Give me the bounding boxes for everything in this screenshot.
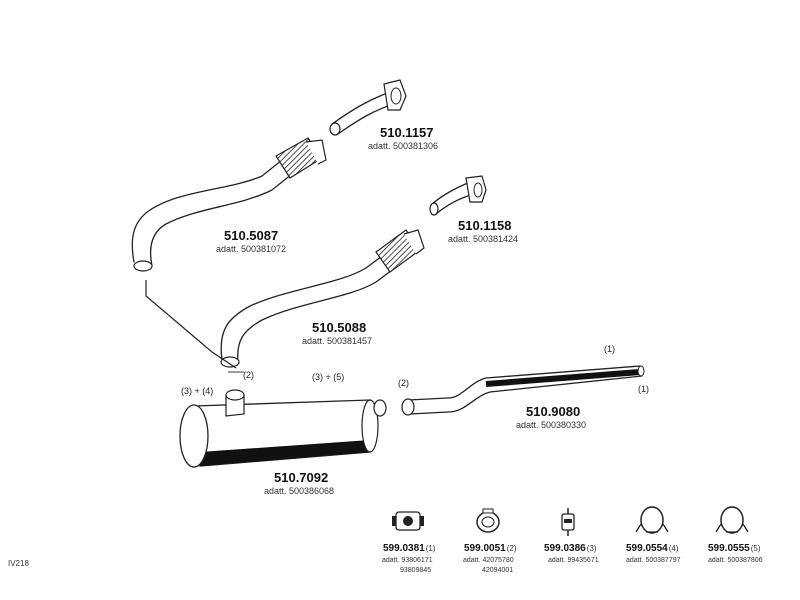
part-number: 510.9080	[526, 404, 580, 419]
part-510-7092-label: 510.7092 adatt. 500386068	[264, 470, 334, 496]
part-ref: adatt. 500381306	[368, 141, 438, 151]
note-1-top: (1)	[604, 344, 615, 354]
accessory-599-0386-drawing	[561, 508, 575, 536]
part-510-5088-drawing	[220, 229, 425, 368]
accessory-ref: adatt. 99435671	[548, 557, 599, 564]
note-2-muffler: (2)	[243, 370, 254, 380]
part-number: 510.7092	[274, 470, 328, 485]
accessory-ref-2: 42094001	[482, 567, 513, 574]
note-2-tail: (2)	[398, 378, 409, 388]
part-number: 510.5087	[224, 228, 278, 243]
part-510-5087-label: 510.5087 adatt. 500381072	[216, 228, 286, 254]
diagram-code: IV218	[8, 559, 29, 568]
accessory-599-0555-label: 599.0555(5) adatt. 500387806	[708, 543, 763, 564]
accessory-599-0386-label: 599.0386(3) adatt. 99435671	[544, 543, 599, 564]
accessory-599-0051-label: 599.0051(2) adatt. 42075780 42094001	[463, 543, 517, 574]
connector-line	[145, 280, 244, 373]
part-510-5087-drawing	[131, 137, 327, 272]
part-ref: adatt. 500381457	[302, 336, 372, 346]
note-3-5: (3) + (5)	[312, 372, 344, 382]
part-ref: adatt. 500381072	[216, 244, 286, 254]
accessory-ref-2: 93809845	[400, 567, 431, 574]
accessory-ref: adatt. 42075780	[463, 557, 514, 564]
part-510-1157-label: 510.1157 adatt. 500381306	[368, 125, 438, 151]
part-510-5088-label: 510.5088 adatt. 500381457	[302, 320, 372, 346]
accessory-599-0381-label: 599.0381(1) adatt. 93806171 93809845	[382, 543, 436, 574]
accessory-599-0554-drawing	[635, 506, 669, 534]
part-number: 510.1158	[458, 218, 512, 233]
accessory-599-0555-drawing	[715, 506, 749, 534]
part-510-1157-drawing	[329, 79, 407, 136]
part-510-9080-drawing	[401, 365, 645, 416]
part-510-1158-label: 510.1158 adatt. 500381424	[448, 218, 518, 244]
note-3-4: (3) + (4)	[181, 386, 213, 396]
part-ref: adatt. 500380330	[516, 420, 586, 430]
note-1-bottom: (1)	[638, 384, 649, 394]
accessory-ref: adatt. 93806171	[382, 557, 433, 564]
accessory-ref: adatt. 500387806	[708, 557, 763, 564]
part-ref: adatt. 500386068	[264, 486, 334, 496]
accessory-ref: adatt. 500387797	[626, 557, 681, 564]
part-510-7092-drawing	[179, 389, 387, 468]
accessory-number: 599.0051(2)	[464, 543, 517, 554]
accessory-599-0381-drawing	[392, 511, 424, 531]
part-number: 510.1157	[380, 125, 434, 140]
accessory-number: 599.0555(5)	[708, 543, 761, 554]
accessory-number: 599.0381(1)	[383, 543, 436, 554]
part-510-1158-drawing	[429, 175, 487, 216]
accessory-number: 599.0386(3)	[544, 543, 597, 554]
part-ref: adatt. 500381424	[448, 234, 518, 244]
part-510-9080-label: 510.9080 adatt. 500380330	[516, 404, 586, 430]
accessory-599-0554-label: 599.0554(4) adatt. 500387797	[626, 543, 681, 564]
part-number: 510.5088	[312, 320, 366, 335]
accessory-599-0051-drawing	[476, 508, 500, 533]
accessory-number: 599.0554(4)	[626, 543, 679, 554]
